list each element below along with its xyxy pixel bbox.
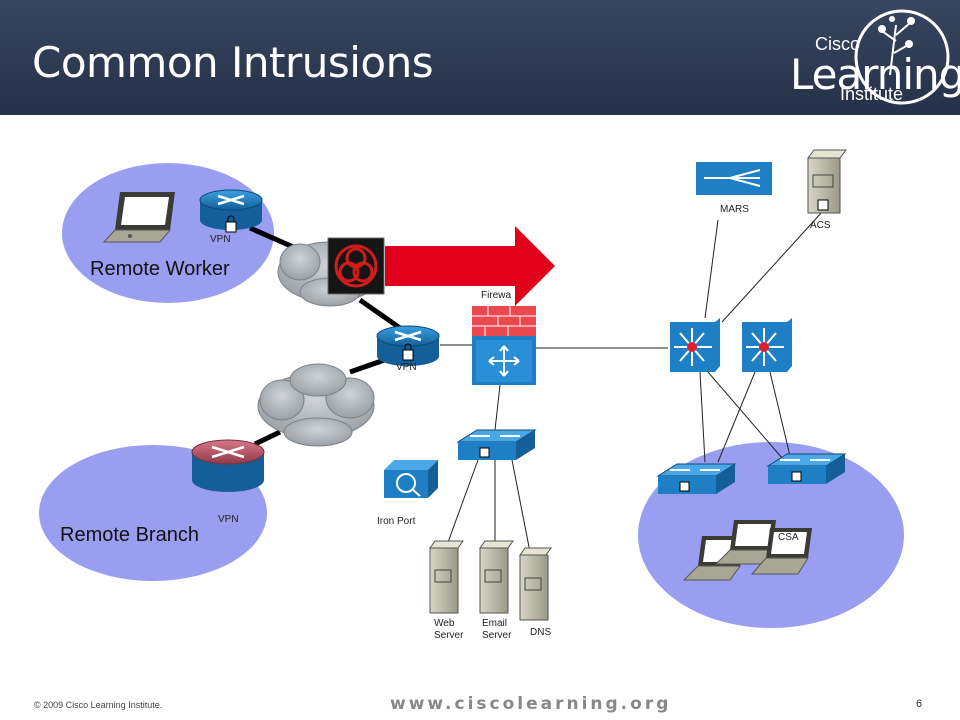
email-server-icon [479,540,514,614]
header-sheen [0,0,960,115]
dmz-switch-icon [456,429,537,460]
exploit-line-2: attacking the network [409,150,513,162]
branch-vpn-router-icon [191,439,265,492]
web-server-label-2: Server [434,630,464,641]
logo-cisco-text: Cisco [815,34,861,54]
csa-laptops-icon [682,520,812,581]
email-server-label-1: Email [482,618,508,629]
exploit-label: Zero-day exploit attacking the network [392,134,530,164]
network-diagram [39,149,904,628]
logo-institute-text: Institute [840,84,904,104]
vpn-hq-label: VPN [396,362,417,373]
dns-label: DNS [530,627,552,638]
acs-server-icon [807,149,847,214]
remote-worker-label: Remote Worker [90,258,230,280]
remote-worker-vpn-router-icon [199,189,263,233]
biohazard-icon [327,237,385,295]
header-banner: Common Intrusions Cisco Learning Institu… [0,0,960,115]
csa-label: CSA [778,532,799,543]
firewall-icon [472,306,536,385]
exploit-arrow-icon [385,226,555,306]
dns-server-icon [519,547,552,621]
mars-label: MARS [720,204,749,215]
vpn-branch-label: VPN [218,514,239,525]
core-switch-2-icon [742,318,792,372]
footer-url: www.ciscolearning.org [390,694,672,714]
page-title: Common Intrusions [32,38,434,87]
logo-learning-text: Learning [790,50,960,99]
web-server-icon [429,540,464,614]
vpn-worker-label: VPN [210,234,231,245]
remote-branch-label: Remote Branch [60,524,199,546]
email-server-label-2: Server [482,630,512,641]
hq-vpn-router-icon [376,325,440,366]
exploit-line-1: Zero-day exploit [421,135,501,147]
remote-worker-laptop-icon [102,192,175,243]
wan-cloud-icon [257,363,375,447]
web-server-label-1: Web [434,618,455,629]
firewall-label: Firewa [481,290,512,301]
acs-label: ACS [810,220,831,231]
campus-switch-1-icon [656,463,737,494]
tree-logo-icon [854,9,950,105]
page-number: 6 [916,698,923,710]
mars-icon [696,162,772,195]
copyright-text: © 2009 Cisco Learning Institute. [34,700,163,710]
campus-switch-2-icon [766,453,847,484]
lan-links [440,211,823,553]
ironport-icon [384,460,438,498]
core-switch-1-icon [670,318,720,372]
ironport-label: Iron Port [377,516,416,527]
